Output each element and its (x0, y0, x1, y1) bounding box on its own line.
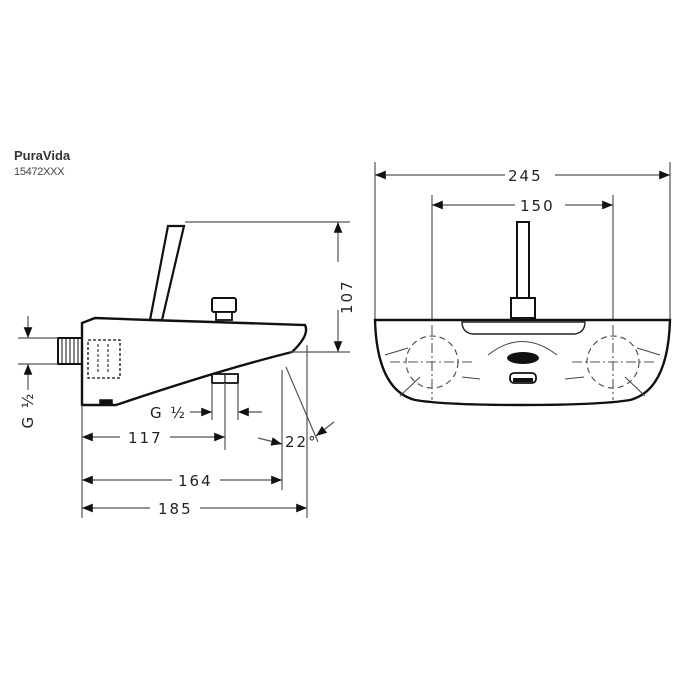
product-model: 15472XXX (14, 166, 65, 178)
side-view-dimensions (18, 221, 350, 518)
dim-spout-angle: 22° (285, 433, 318, 451)
diverter-knob (211, 297, 237, 313)
dim-center-distance: 150 (520, 197, 555, 215)
dim-to-outlet: 117 (128, 429, 163, 447)
side-view (57, 224, 308, 407)
dim-outlet-thread: G ½ (150, 404, 187, 422)
lever-handle (148, 224, 186, 322)
product-name: PuraVida (14, 148, 71, 163)
dim-inlet-thread: G ½ (19, 392, 37, 429)
top-view (373, 162, 672, 407)
dim-height: 107 (338, 279, 356, 314)
faucet-body (80, 316, 308, 407)
dim-overall-length: 185 (158, 500, 193, 518)
dim-overall-width: 245 (508, 167, 543, 185)
dim-to-spout-tip: 164 (178, 472, 213, 490)
